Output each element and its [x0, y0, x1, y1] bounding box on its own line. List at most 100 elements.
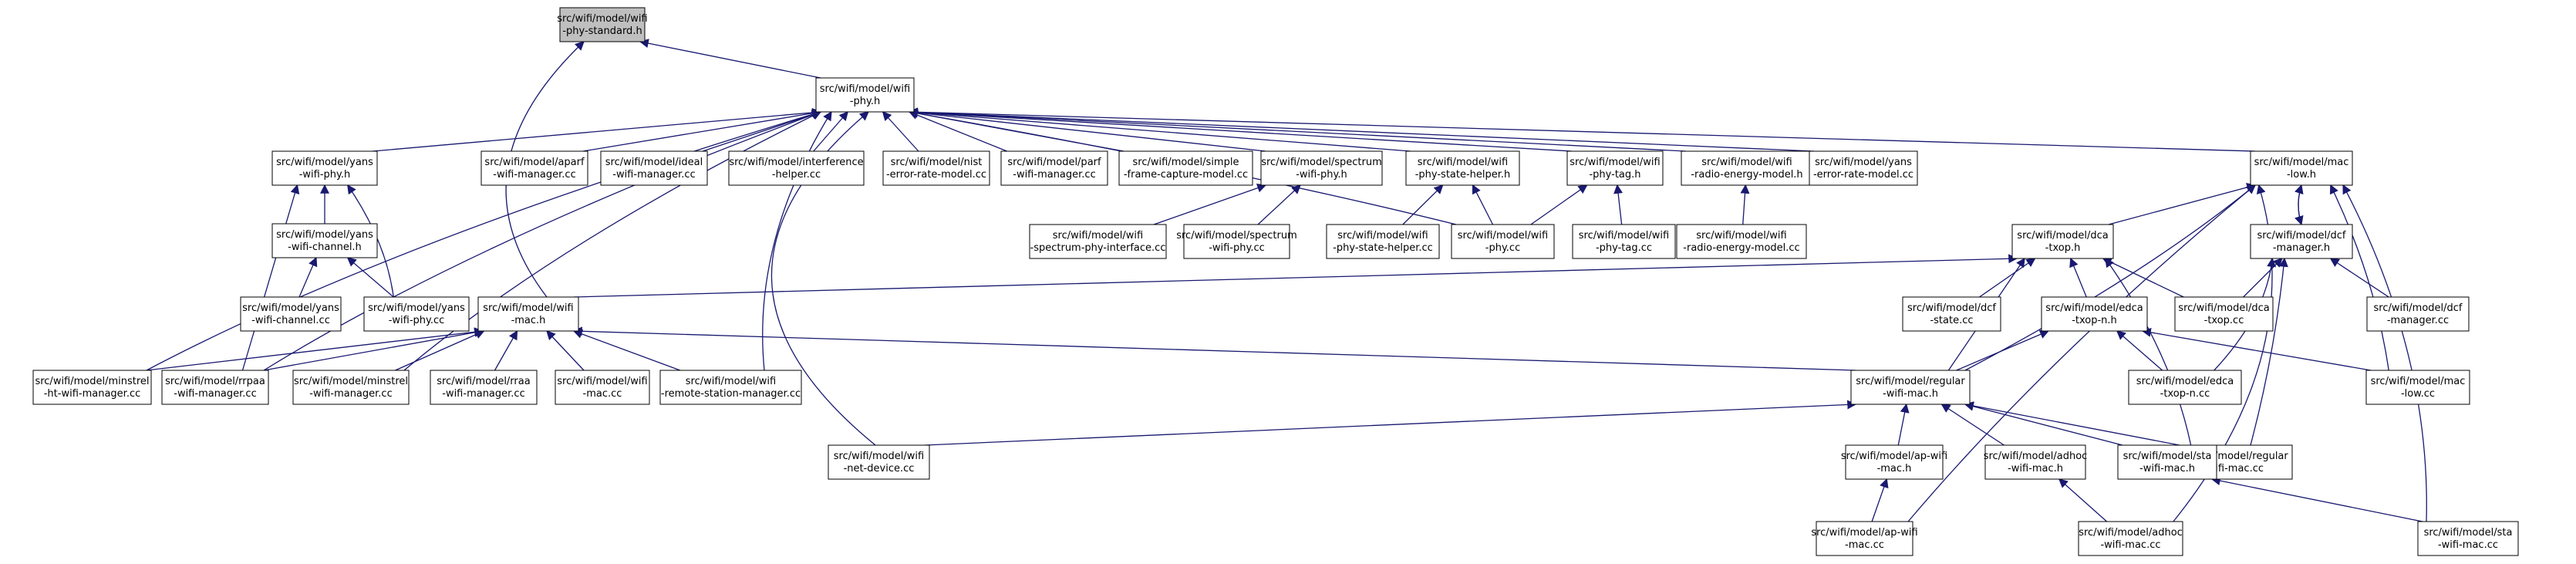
node-minstrel-ht-wifi-manager-cc[interactable]: src/wifi/model/minstrel-ht-wifi-manager.… [32, 370, 152, 405]
node-mac-low-h[interactable]: src/wifi/model/mac-low.h [2250, 150, 2353, 186]
node-box [2078, 521, 2183, 556]
node-minstrel-wifi-manager-cc[interactable]: src/wifi/model/minstrel-wifi-manager.cc [292, 370, 410, 405]
node-label-line-1: src/wifi/model/wifi [834, 451, 924, 462]
node-dcf-manager-h[interactable]: src/wifi/model/dcf-manager.h [2250, 224, 2353, 259]
node-box [600, 150, 708, 186]
node-box [1676, 224, 1807, 259]
node-rrpaa-wifi-manager-cc[interactable]: src/wifi/model/rrpaa-wifi-manager.cc [161, 370, 269, 405]
node-wifi-net-device-cc[interactable]: src/wifi/model/wifi-net-device.cc [828, 444, 930, 480]
node-label-line-1: src/wifi/model/dcf [2257, 230, 2345, 241]
node-box [480, 150, 588, 186]
node-box [1902, 296, 2001, 332]
node-mac-low-cc[interactable]: src/wifi/model/mac-low.cc [2365, 370, 2470, 405]
node-wifi-phy-cc[interactable]: src/wifi/model/wifi-phy.cc [1451, 224, 1555, 259]
node-label-line-2: -mac.h [511, 315, 546, 326]
node-box [363, 296, 470, 332]
node-box [2041, 296, 2148, 332]
node-interference-helper-cc[interactable]: src/wifi/model/interference-helper.cc [728, 150, 865, 186]
node-label-line-2: -wifi-manager.cc [1013, 169, 1095, 181]
node-dcf-manager-cc[interactable]: src/wifi/model/dcf-manager.cc [2366, 296, 2470, 332]
node-label-line-2: -state.cc [1930, 315, 1973, 326]
node-label-line-2: -frame-capture-model.cc [1124, 169, 1248, 181]
node-dca-txop-cc[interactable]: src/wifi/model/dca-txop.cc [2174, 296, 2274, 332]
node-wifi-phy-tag-cc[interactable]: src/wifi/model/wifi-phy-tag.cc [1572, 224, 1676, 259]
node-wifi-remote-station-manager-cc[interactable]: src/wifi/model/wifi-remote-station-manag… [659, 370, 802, 405]
edge-adhoc_wifi_mac_h-to-regular_wifi_mac_h [1940, 404, 2004, 446]
edge-rrpaa_wifi_manager_cc-to-wifi_phy_h [263, 110, 822, 371]
node-label-line-1: src/wifi/model/wifi [1337, 230, 1428, 241]
node-label-line-2: -wifi-mac.cc [2438, 539, 2498, 551]
node-wifi-phy-state-helper-cc[interactable]: src/wifi/model/wifi-phy-state-helper.cc [1326, 224, 1440, 259]
node-dcf-state-cc[interactable]: src/wifi/model/dcf-state.cc [1902, 296, 2001, 332]
edge-wifi_spectrum_phy_interface_cc-to-spectrum_wifi_phy_h [1153, 183, 1267, 225]
node-label-line-2: -mac.cc [583, 388, 622, 400]
edge-dca_txop_cc-to-dca_txop_h [2102, 258, 2184, 298]
node-wifi-phy-tag-h[interactable]: src/wifi/model/wifi-phy-tag.h [1566, 150, 1664, 186]
node-box [1850, 370, 1971, 405]
node-wifi-mac-cc[interactable]: src/wifi/model/wifi-mac.cc [555, 370, 650, 405]
node-label-line-2: -wifi-mac.h [2139, 463, 2195, 475]
node-wifi-radio-energy-model-h[interactable]: src/wifi/model/wifi-radio-energy-model.h [1681, 150, 1813, 186]
edge-mac_low_cc-to-mac_low_h [2330, 184, 2389, 371]
edge-ap_wifi_mac_h-to-regular_wifi_mac_h [1897, 403, 1910, 446]
node-wifi-mac-h[interactable]: src/wifi/model/wifi-mac.h [477, 296, 579, 332]
node-label-line-1: src/wifi/model/edca [2136, 376, 2234, 387]
node-label-line-2: -wifi-channel.cc [251, 315, 330, 326]
edge-aparf_wifi_manager_cc-to-wifi_phy_h [582, 108, 822, 152]
node-box [430, 370, 538, 405]
node-sta-wifi-mac-cc[interactable]: src/wifi/model/sta-wifi-mac.cc [2417, 521, 2519, 556]
node-label-line-1: src/wifi/model/yans [368, 302, 465, 314]
node-wifi-phy-state-helper-h[interactable]: src/wifi/model/wifi-phy-state-helper.h [1405, 150, 1520, 186]
node-simple-frame-capture-model-cc[interactable]: src/wifi/model/simple-frame-capture-mode… [1118, 150, 1253, 186]
node-yans-wifi-phy-cc[interactable]: src/wifi/model/yans-wifi-phy.cc [363, 296, 470, 332]
node-aparf-wifi-manager-cc[interactable]: src/wifi/model/aparf-wifi-manager.cc [480, 150, 588, 186]
node-adhoc-wifi-mac-cc[interactable]: src/wifi/model/adhoc-wifi-mac.cc [2078, 521, 2183, 556]
node-label-line-1: src/wifi/model/sta [2424, 527, 2513, 539]
edge-sta_wifi_mac_cc-to-mac_low_h [2342, 184, 2427, 522]
node-box [271, 150, 378, 186]
node-yans-error-rate-model-cc[interactable]: src/wifi/model/yans-error-rate-model.cc [1809, 150, 1918, 186]
node-label-line-2: -phy-tag.cc [1596, 242, 1652, 254]
node-box [828, 444, 930, 480]
node-label-line-2: -error-rate-model.cc [1813, 169, 1913, 181]
node-spectrum-wifi-phy-h[interactable]: src/wifi/model/spectrum-wifi-phy.h [1260, 150, 1383, 186]
node-label-line-2: -wifi-manager.cc [174, 388, 256, 400]
node-label-line-1: src/wifi/model/sta [2123, 451, 2212, 462]
node-box [2365, 370, 2470, 405]
node-label-line-1: src/wifi/model/wifi [1696, 230, 1786, 241]
node-ap-wifi-mac-h[interactable]: src/wifi/model/ap-wifi-mac.h [1841, 444, 1947, 480]
node-edca-txop-n-cc[interactable]: src/wifi/model/edca-txop-n.cc [2128, 370, 2242, 405]
edge-dcf_state_cc-to-dca_txop_h [1979, 258, 2036, 298]
node-nist-error-rate-model-cc[interactable]: src/wifi/model/nist-error-rate-model.cc [882, 150, 990, 186]
node-parf-wifi-manager-cc[interactable]: src/wifi/model/parf-wifi-manager.cc [1000, 150, 1108, 186]
node-wifi-phy-standard-h[interactable]: src/wifi/model/wifi-phy-standard.h [557, 7, 648, 42]
node-wifi-phy-h[interactable]: src/wifi/model/wifi-phy.h [815, 77, 915, 113]
node-label-line-1: src/wifi/model/dcf [2373, 302, 2462, 314]
node-dca-txop-h[interactable]: src/wifi/model/dca-txop.h [2011, 224, 2114, 259]
node-edca-txop-n-h[interactable]: src/wifi/model/edca-txop-n.h [2041, 296, 2148, 332]
node-box [1405, 150, 1520, 186]
node-label-line-1: src/wifi/model/yans [276, 229, 373, 241]
node-label-line-1: src/wifi/model/interference [729, 157, 863, 168]
node-regular-wifi-mac-h[interactable]: src/wifi/model/regular-wifi-mac.h [1850, 370, 1971, 405]
node-rraa-wifi-manager-cc[interactable]: src/wifi/model/rraa-wifi-manager.cc [430, 370, 538, 405]
node-sta-wifi-mac-h[interactable]: src/wifi/model/sta-wifi-mac.h [2117, 444, 2217, 480]
node-yans-wifi-channel-cc[interactable]: src/wifi/model/yans-wifi-channel.cc [240, 296, 342, 332]
node-ap-wifi-mac-cc[interactable]: src/wifi/model/ap-wifi-mac.cc [1811, 521, 1918, 556]
node-wifi-radio-energy-model-cc[interactable]: src/wifi/model/wifi-radio-energy-model.c… [1676, 224, 1807, 259]
node-yans-wifi-channel-h[interactable]: src/wifi/model/yans-wifi-channel.h [271, 223, 378, 258]
edge-yans_error_rate_model_cc-to-wifi_phy_h [908, 107, 1815, 152]
edge-ap_wifi_mac_cc-to-ap_wifi_mac_h [1871, 478, 1889, 522]
node-yans-wifi-phy-h[interactable]: src/wifi/model/yans-wifi-phy.h [271, 150, 378, 186]
node-ideal-wifi-manager-cc[interactable]: src/wifi/model/ideal-wifi-manager.cc [600, 150, 708, 186]
node-spectrum-wifi-phy-cc[interactable]: src/wifi/model/spectrum-wifi-phy.cc [1176, 224, 1297, 259]
node-wifi-spectrum-phy-interface-cc[interactable]: src/wifi/model/wifi-spectrum-phy-interfa… [1029, 224, 1167, 259]
node-box [2417, 521, 2519, 556]
node-adhoc-wifi-mac-h[interactable]: src/wifi/model/adhoc-wifi-mac.h [1984, 444, 2088, 480]
edge-yans_wifi_phy_h-to-wifi_phy_h [372, 107, 822, 152]
node-label-line-1: src/wifi/model/wifi [1053, 230, 1143, 241]
node-box [882, 150, 990, 186]
edge-regular_wifi_mac_h-to-wifi_mac_h [572, 326, 1856, 371]
edge-edca_txop_n_cc-to-edca_txop_n_h [2116, 330, 2163, 371]
node-label-line-2: -spectrum-phy-interface.cc [1030, 242, 1166, 254]
